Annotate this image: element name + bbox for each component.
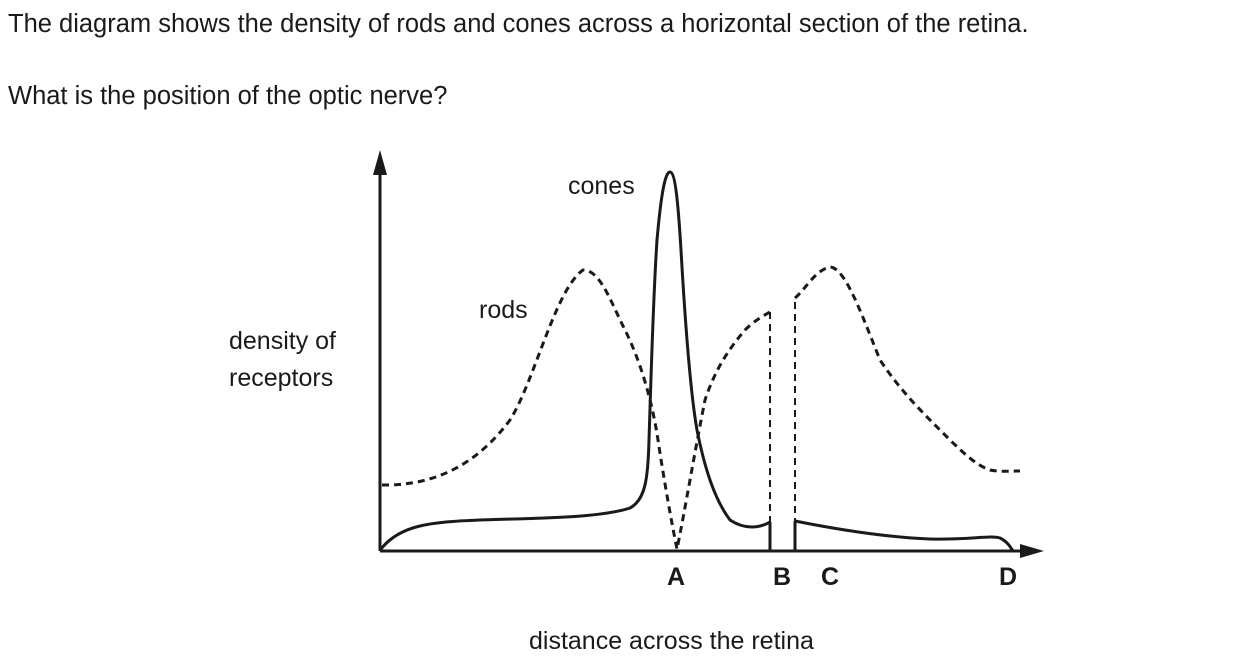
question-prompt: What is the position of the optic nerve?	[8, 82, 448, 110]
cones-label: cones	[568, 172, 635, 200]
cones-curve-left	[379, 170, 771, 550]
y-axis-label-line2: receptors	[229, 364, 333, 392]
rods-curve-right	[794, 265, 1021, 473]
question-text: The diagram shows the density of rods an…	[8, 10, 1029, 38]
y-axis-label-line1: density of	[229, 327, 336, 355]
x-axis-label: distance across the retina	[529, 627, 814, 655]
cones-curve-right	[794, 519, 1015, 552]
rods-label: rods	[479, 296, 528, 324]
position-label-c: C	[821, 563, 839, 591]
y-axis-arrowhead	[373, 150, 387, 175]
x-axis-arrowhead	[1020, 544, 1044, 558]
rods-curve-left	[381, 268, 771, 550]
position-label-d: D	[999, 563, 1017, 591]
position-label-b: B	[773, 563, 791, 591]
position-label-a: A	[667, 563, 685, 591]
